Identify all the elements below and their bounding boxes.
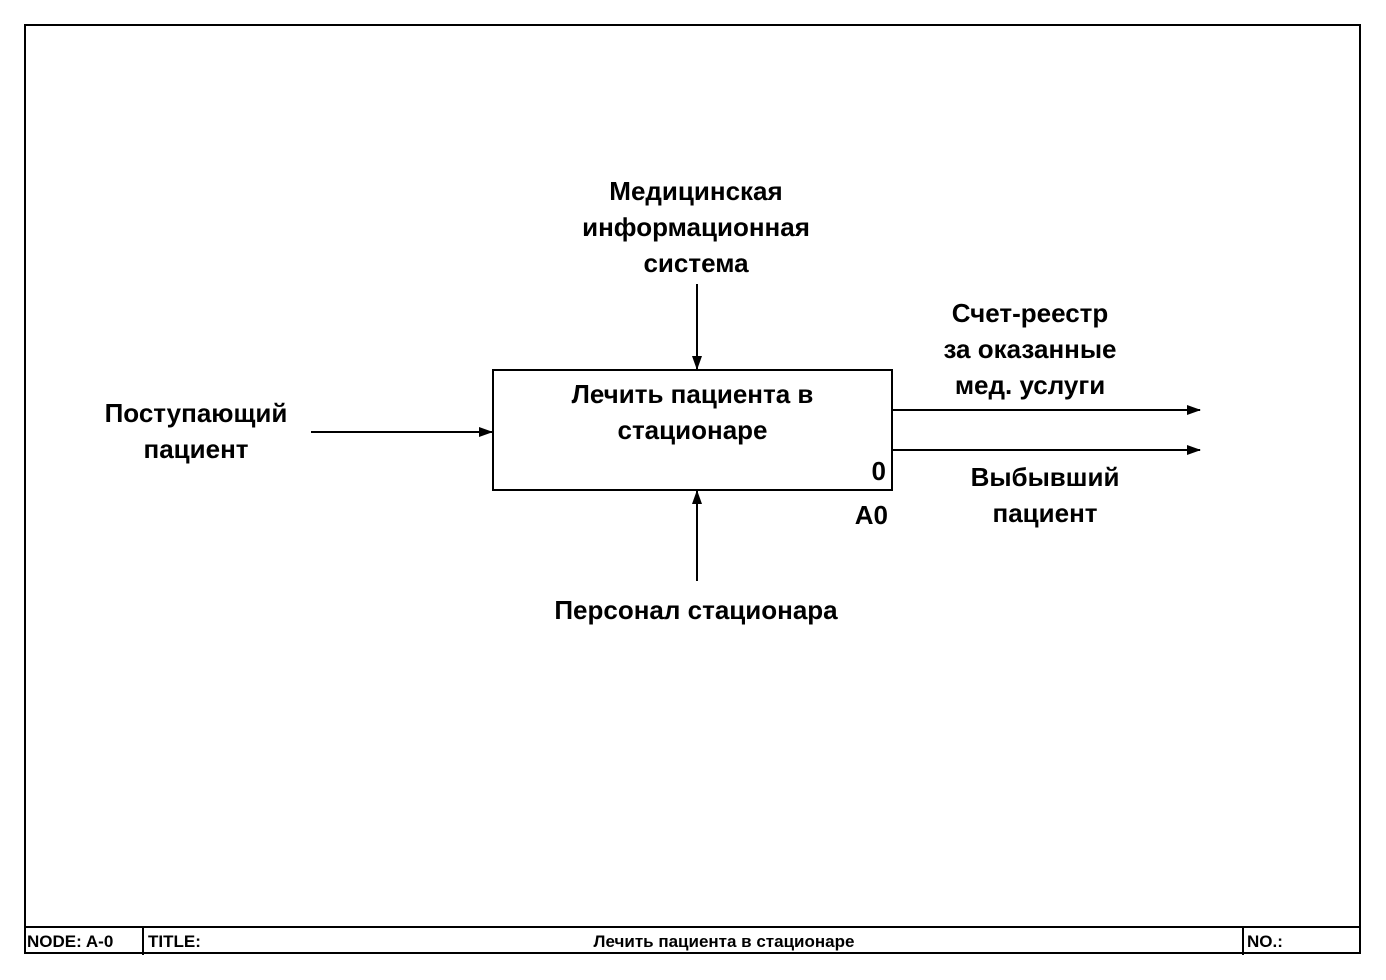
node-cell: NODE: A-0 bbox=[27, 928, 142, 955]
diagram-frame bbox=[24, 24, 1361, 954]
activity-box[interactable] bbox=[492, 369, 893, 491]
input-label-line2: пациент bbox=[143, 434, 249, 464]
output-label-invoice-line2: за оказанные bbox=[943, 334, 1117, 364]
title-value: Лечить пациента в стационаре bbox=[593, 932, 855, 951]
mechanism-label: Персонал стационара bbox=[554, 595, 838, 625]
title-block: NODE: A-0 TITLE: Лечить пациента в стаци… bbox=[24, 926, 1361, 955]
output-label-discharged-line2: пациент bbox=[992, 498, 1098, 528]
node-value: A-0 bbox=[85, 932, 114, 951]
footer-divider-1 bbox=[142, 928, 144, 955]
control-label-line3: система bbox=[643, 248, 749, 278]
control-label-line2: информационная bbox=[582, 212, 810, 242]
activity-label-line1: Лечить пациента в bbox=[571, 379, 814, 409]
footer-divider-2 bbox=[1242, 928, 1244, 955]
output-label-invoice: Счет-реестр за оказанные мед. услуги bbox=[900, 295, 1160, 403]
control-label-line1: Медицинская bbox=[609, 176, 783, 206]
output-label-invoice-line1: Счет-реестр bbox=[951, 298, 1109, 328]
number-label: NO.: bbox=[1247, 932, 1283, 951]
title-label: TITLE: bbox=[148, 932, 201, 951]
activity-label-line2: стационаре bbox=[617, 415, 768, 445]
activity-number: 0 bbox=[871, 456, 886, 486]
node-label: NODE: bbox=[27, 932, 82, 951]
output-label-discharged-line1: Выбывший bbox=[970, 462, 1120, 492]
control-label: Медицинская информационная система bbox=[546, 173, 846, 281]
activity-label: Лечить пациента в стационаре bbox=[493, 376, 892, 448]
output-label-discharged: Выбывший пациент bbox=[915, 459, 1175, 531]
output-label-invoice-line3: мед. услуги bbox=[954, 370, 1106, 400]
activity-node-id: A0 bbox=[854, 500, 888, 530]
input-label-line1: Поступающий bbox=[104, 398, 288, 428]
input-label: Поступающий пациент bbox=[76, 395, 316, 467]
